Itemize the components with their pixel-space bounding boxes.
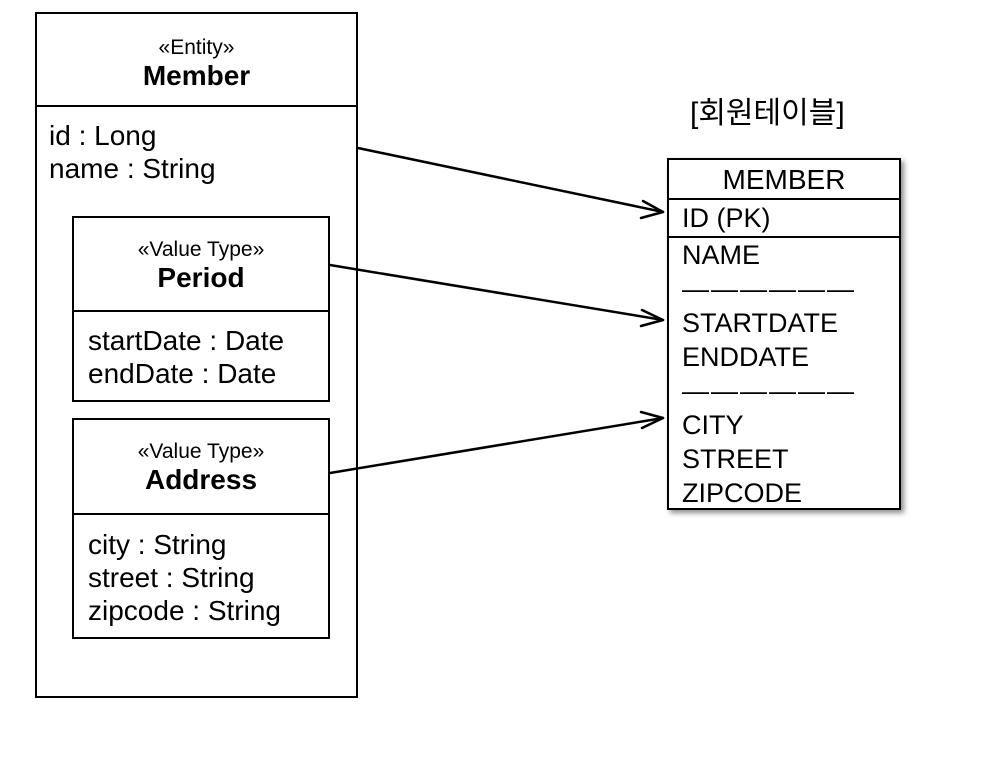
arrow-member-to-pk-head (639, 199, 665, 220)
address-attr-zipcode: zipcode : String (88, 595, 281, 626)
member-entity-attributes: id : Long name : String (49, 119, 216, 185)
column-zipcode: ZIPCODE (682, 478, 803, 508)
column-city: CITY (682, 410, 744, 440)
address-stereotype: «Value Type» (137, 440, 265, 463)
member-entity-name: Member (142, 60, 251, 91)
column-startdate: STARTDATE (682, 308, 839, 338)
member-entity-stereotype: «Entity» (158, 36, 235, 59)
address-name: Address (144, 464, 258, 495)
arrow-member-to-pk (356, 146, 665, 214)
address-attr-street: street : String (88, 562, 255, 593)
column-street: STREET (682, 444, 789, 474)
period-header: «Value Type» Period (74, 218, 328, 312)
period-value-type-box: «Value Type» Period startDate : Date end… (72, 216, 330, 402)
table-pk-column: ID (PK) (669, 200, 899, 238)
arrow-period-to-startdate-head (639, 308, 665, 328)
member-attr-id: id : Long (49, 120, 157, 151)
period-attr-startdate: startDate : Date (88, 325, 285, 356)
address-attr-city: city : String (88, 529, 227, 560)
member-attr-name: name : String (49, 153, 216, 184)
period-name: Period (157, 262, 245, 293)
address-value-type-box: «Value Type» Address city : String stree… (72, 418, 330, 639)
column-separator: —————— (682, 274, 856, 304)
member-entity-header: «Entity» Member (37, 14, 356, 107)
table-name: MEMBER (669, 160, 899, 200)
column-separator: —————— (682, 376, 856, 406)
column-name: NAME (682, 240, 761, 270)
arrow-address-to-city-head (639, 410, 665, 430)
address-attributes: city : String street : String zipcode : … (88, 528, 281, 627)
period-attr-enddate: endDate : Date (88, 358, 277, 389)
period-attributes: startDate : Date endDate : Date (88, 324, 284, 390)
arrow-period-to-startdate (328, 263, 665, 322)
address-header: «Value Type» Address (74, 420, 328, 515)
member-table-box: MEMBER ID (PK) NAME —————— STARTDATE END… (667, 158, 901, 510)
arrow-address-to-city (328, 416, 665, 475)
table-columns: NAME —————— STARTDATE ENDDATE —————— CIT… (682, 238, 856, 510)
period-stereotype: «Value Type» (137, 238, 265, 261)
table-title: [회원테이블] (690, 97, 845, 130)
column-enddate: ENDDATE (682, 342, 810, 372)
